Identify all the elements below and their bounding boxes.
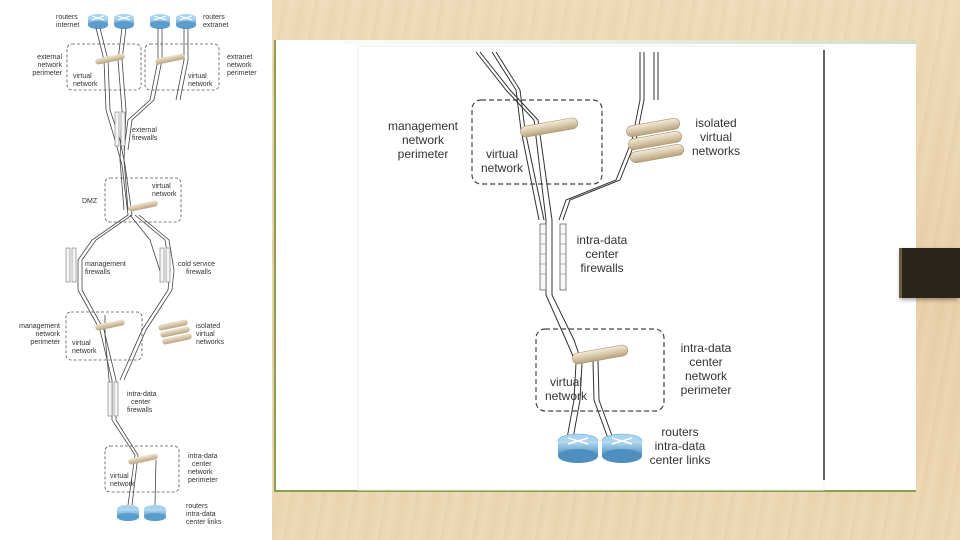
virtual-network-pipe-icon (128, 453, 158, 465)
perimeter-boxes (471, 99, 665, 412)
label-dmz: DMZ (82, 198, 98, 205)
page-area (357, 45, 825, 491)
firewall-icons (539, 223, 567, 291)
perimeter-boxes (65, 43, 220, 493)
virtual-network-pipe-icon (95, 319, 125, 331)
isolated-networks-icon (626, 117, 685, 164)
virtual-network-pipe-icon (572, 344, 629, 365)
router-icon (114, 14, 134, 29)
router-icon (150, 14, 170, 29)
router-icon (117, 505, 139, 521)
router-icon (88, 14, 108, 29)
firewall-icons (65, 111, 171, 417)
router-icon (601, 433, 643, 463)
slide-bookmark-tab (899, 248, 960, 298)
virtual-network-pipe-icon (128, 200, 158, 212)
virtual-network-pipe-icon (520, 117, 579, 138)
isolated-networks-icon (158, 319, 192, 345)
virtual-network-pipe-icon (155, 53, 185, 65)
router-icon (176, 14, 196, 29)
router-icon (144, 505, 166, 521)
virtual-network-pipe-icon (95, 53, 125, 65)
router-icon (557, 433, 599, 463)
